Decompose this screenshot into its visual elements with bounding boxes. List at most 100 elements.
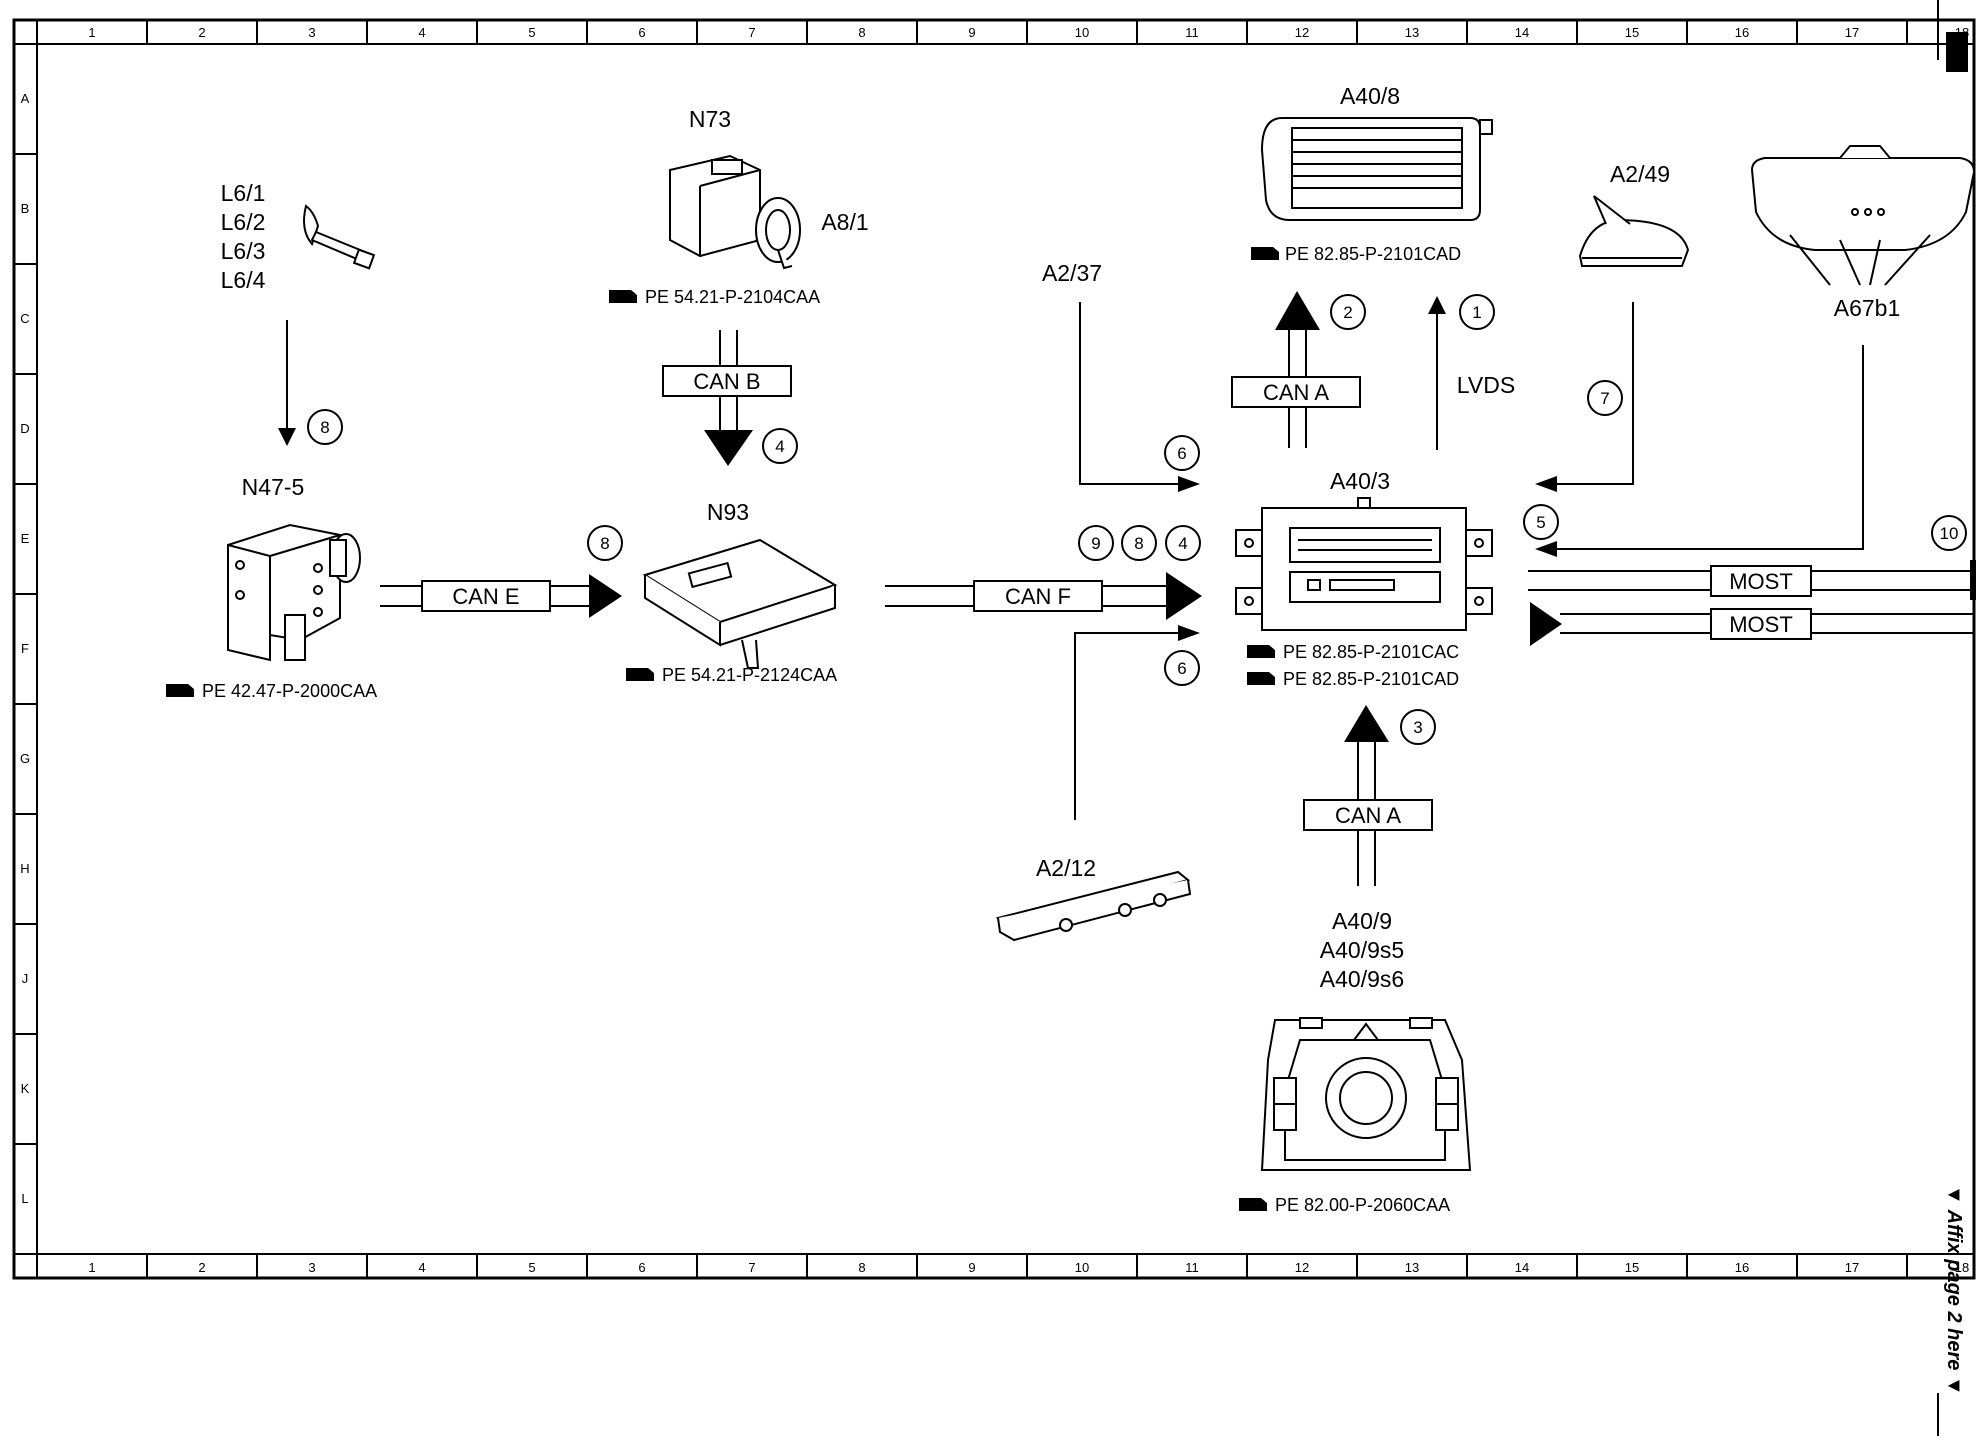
l6-label-1: L6/1 (221, 180, 266, 206)
l6-speed-sensor: L6/1 L6/2 L6/3 L6/4 (221, 180, 376, 293)
n73-ref-text: PE 54.21-P-2104CAA (645, 287, 820, 307)
n47-5-ref: PE 42.47-P-2000CAA (166, 681, 377, 701)
most-bus-1: MOST (1710, 565, 1812, 597)
marker-8-left (307, 409, 343, 445)
marker-numbers: 1 2 3 4 4 5 6 6 7 8 8 8 9 10 (320, 303, 1958, 737)
grid-col-label-bottom-7: 7 (748, 1260, 755, 1275)
marker-5 (1523, 504, 1559, 540)
grid-row-label-C: C (20, 311, 29, 326)
grid-col-label-top-12: 12 (1295, 25, 1309, 40)
a40-3-ref-text-1: PE 82.85-P-2101CAC (1283, 642, 1459, 662)
a40-9-label-3: A40/9s6 (1320, 966, 1404, 992)
a67b1-label: A67b1 (1834, 295, 1901, 321)
marker-9-text: 9 (1091, 534, 1100, 553)
n47-5-module: N47-5 PE 42.47-P-2000CAA (166, 474, 377, 701)
n47-5-label: N47-5 (242, 474, 305, 500)
grid-col-label-top-7: 7 (748, 25, 755, 40)
reference-hand-icon (1251, 247, 1279, 260)
can-b-label: CAN B (693, 369, 760, 394)
grid-row-label-G: G (20, 751, 30, 766)
reference-hand-icon (1239, 1198, 1267, 1211)
marker-8-bus (1121, 525, 1157, 561)
display-icon (1260, 117, 1493, 221)
can-e-label: CAN E (452, 584, 519, 609)
n93-ref: PE 54.21-P-2124CAA (626, 665, 837, 685)
can-a-bottom-label: CAN A (1335, 803, 1401, 828)
grid-col-label-top-11: 11 (1185, 25, 1199, 40)
grid-col-label-bottom-13: 13 (1405, 1260, 1419, 1275)
grid-col-label-top-16: 16 (1735, 25, 1749, 40)
marker-5-text: 5 (1536, 513, 1545, 532)
numbered-markers (307, 294, 1967, 745)
most-2-label: MOST (1729, 612, 1793, 637)
can-f-label: CAN F (1005, 584, 1071, 609)
grid-col-label-top-2: 2 (198, 25, 205, 40)
grid-col-label-top-4: 4 (418, 25, 425, 40)
a40-3-label: A40/3 (1330, 468, 1390, 494)
grid-row-label-K: K (21, 1081, 30, 1096)
n93-label: N93 (707, 499, 749, 525)
marker-8-left-text: 8 (320, 418, 329, 437)
marker-7 (1587, 380, 1623, 416)
shark-fin-antenna-icon (1578, 195, 1690, 267)
grid-col-label-bottom-1: 1 (88, 1260, 95, 1275)
grid-col-label-bottom-11: 11 (1185, 1260, 1199, 1275)
can-a-top-label: CAN A (1263, 380, 1329, 405)
marker-1-text: 1 (1472, 303, 1481, 322)
grid-col-label-top-8: 8 (858, 25, 865, 40)
grid-col-label-bottom-3: 3 (308, 1260, 315, 1275)
drawing-frame (12, 18, 1976, 1280)
a40-9-controller: A40/9 A40/9s5 A40/9s6 PE 82.00-P-2060CAA (1239, 908, 1472, 1215)
grid-col-label-top-3: 3 (308, 25, 315, 40)
can-f-bus: CAN F (973, 580, 1103, 612)
controller-icon (1260, 1017, 1472, 1171)
reference-hand-icon (1247, 645, 1275, 658)
reference-hand-icon (626, 668, 654, 681)
a67b1-camera: A67b1 (1750, 145, 1976, 321)
marker-10 (1931, 515, 1967, 551)
grid-col-label-bottom-4: 4 (418, 1260, 425, 1275)
marker-8-can-e (587, 525, 623, 561)
reference-hand-icon (1247, 672, 1275, 685)
grid-col-label-bottom-8: 8 (858, 1260, 865, 1275)
grid-col-label-bottom-16: 16 (1735, 1260, 1749, 1275)
a40-9-ref: PE 82.00-P-2060CAA (1239, 1195, 1450, 1215)
grid-row-label-J: J (22, 971, 29, 986)
grid-row-label-F: F (21, 641, 29, 656)
n47-5-module-icon (227, 523, 361, 662)
marker-3-text: 3 (1413, 718, 1422, 737)
l6-label-2: L6/2 (221, 209, 266, 235)
page-corner-mark (1946, 32, 1968, 72)
marker-1 (1459, 294, 1495, 330)
marker-4-bus (1165, 525, 1201, 561)
marker-8-bus-text: 8 (1134, 534, 1143, 553)
a40-3-refs: PE 82.85-P-2101CAC PE 82.85-P-2101CAD (1247, 642, 1459, 689)
arrowheads (278, 291, 1976, 742)
n73-ref: PE 54.21-P-2104CAA (609, 287, 820, 307)
grid-col-label-top-10: 10 (1075, 25, 1089, 40)
a40-8-label: A40/8 (1340, 83, 1400, 109)
grid-col-label-bottom-9: 9 (968, 1260, 975, 1275)
can-b-bus: CAN B (662, 365, 792, 397)
marker-9 (1078, 525, 1114, 561)
a40-9-label-2: A40/9s5 (1320, 937, 1404, 963)
n73-module: N73 A8/1 PE 54.21-P-2104CAA (609, 106, 869, 307)
marker-4-bus-text: 4 (1178, 534, 1187, 553)
most-1-label: MOST (1729, 569, 1793, 594)
grid-col-label-bottom-6: 6 (638, 1260, 645, 1275)
marker-2-text: 2 (1343, 303, 1352, 322)
marker-4-top-text: 4 (775, 437, 784, 456)
grid-col-label-top-1: 1 (88, 25, 95, 40)
n93-module: N93 PE 54.21-P-2124CAA (626, 499, 838, 685)
grid-row-label-H: H (20, 861, 29, 876)
grid-col-label-top-17: 17 (1845, 25, 1859, 40)
grid-row-label-L: L (21, 1191, 28, 1206)
rear-view-mirror-icon (1750, 145, 1976, 286)
a2-12-antenna: A2/12 (995, 855, 1192, 942)
marker-7-text: 7 (1600, 389, 1609, 408)
can-a-top-bus: CAN A (1231, 376, 1361, 408)
l6-label-4: L6/4 (221, 267, 266, 293)
most-bus-2: MOST (1710, 608, 1812, 640)
grid-col-label-bottom-15: 15 (1625, 1260, 1639, 1275)
grid-col-label-top-5: 5 (528, 25, 535, 40)
